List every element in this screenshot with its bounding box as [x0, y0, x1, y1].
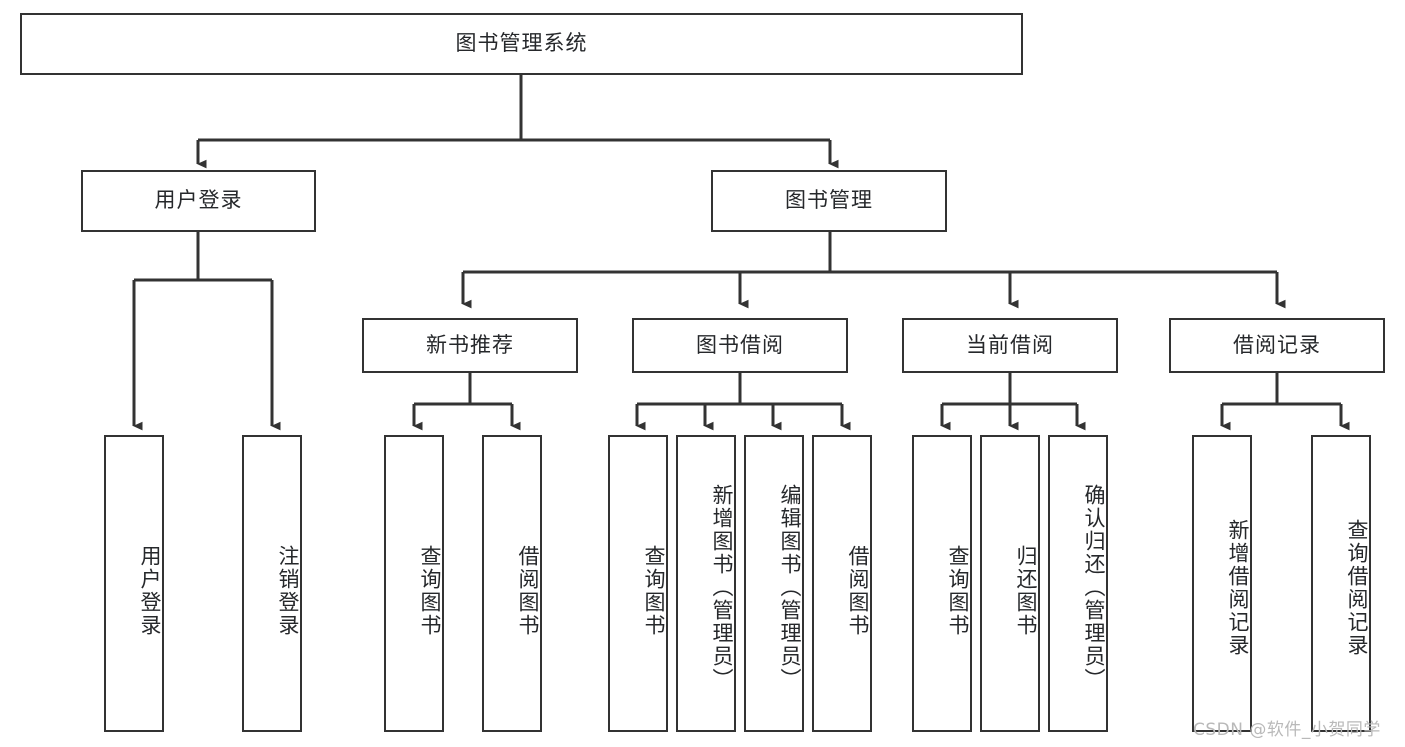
node-label: 查询借阅记录: [1345, 518, 1369, 657]
node-label: 注销登录: [276, 544, 300, 637]
node-label: 确认归还（管理员）: [1082, 484, 1106, 691]
node-label: 新增图书（管理员）: [710, 484, 734, 691]
csdn-watermark: CSDN @软件_小贺同学: [1193, 720, 1381, 740]
node-label: 新书推荐: [426, 332, 514, 357]
leaf-borrow-add-book-admin[interactable]: 新增图书（管理员）: [676, 435, 736, 732]
leaf-record-add-record[interactable]: 新增借阅记录: [1192, 435, 1252, 732]
leaf-current-return-book[interactable]: 归还图书: [980, 435, 1040, 732]
node-label: 编辑图书（管理员）: [778, 484, 802, 691]
node-current-borrow[interactable]: 当前借阅: [902, 318, 1118, 373]
node-label: 借阅记录: [1233, 332, 1321, 357]
node-book-borrow[interactable]: 图书借阅: [632, 318, 848, 373]
leaf-new-book-query[interactable]: 查询图书: [384, 435, 444, 732]
leaf-borrow-edit-book-admin[interactable]: 编辑图书（管理员）: [744, 435, 804, 732]
node-label: 图书管理: [785, 188, 873, 213]
node-book-management[interactable]: 图书管理: [711, 170, 947, 232]
node-label: 借阅图书: [516, 544, 540, 637]
leaf-borrow-query-book[interactable]: 查询图书: [608, 435, 668, 732]
leaf-record-query-record[interactable]: 查询借阅记录: [1311, 435, 1371, 732]
node-label: 当前借阅: [966, 332, 1054, 357]
node-label: 查询图书: [642, 544, 666, 637]
node-new-book-recommend[interactable]: 新书推荐: [362, 318, 578, 373]
leaf-current-confirm-return-admin[interactable]: 确认归还（管理员）: [1048, 435, 1108, 732]
node-label: 图书借阅: [696, 332, 784, 357]
node-root-system[interactable]: 图书管理系统: [20, 13, 1023, 75]
node-label: 用户登录: [154, 188, 243, 213]
node-label: 用户登录: [138, 544, 162, 637]
node-label: 归还图书: [1014, 544, 1038, 637]
leaf-borrow-borrow-book[interactable]: 借阅图书: [812, 435, 872, 732]
node-label: 查询图书: [946, 544, 970, 637]
node-user-login[interactable]: 用户登录: [81, 170, 316, 232]
leaf-user-login-logout[interactable]: 注销登录: [242, 435, 302, 732]
node-label: 新增借阅记录: [1226, 518, 1250, 657]
node-label: 图书管理系统: [455, 31, 588, 56]
leaf-new-book-borrow[interactable]: 借阅图书: [482, 435, 542, 732]
node-label: 查询图书: [418, 544, 442, 637]
leaf-user-login-login[interactable]: 用户登录: [104, 435, 164, 732]
leaf-current-query-book[interactable]: 查询图书: [912, 435, 972, 732]
node-borrow-record[interactable]: 借阅记录: [1169, 318, 1385, 373]
node-label: 借阅图书: [846, 544, 870, 637]
